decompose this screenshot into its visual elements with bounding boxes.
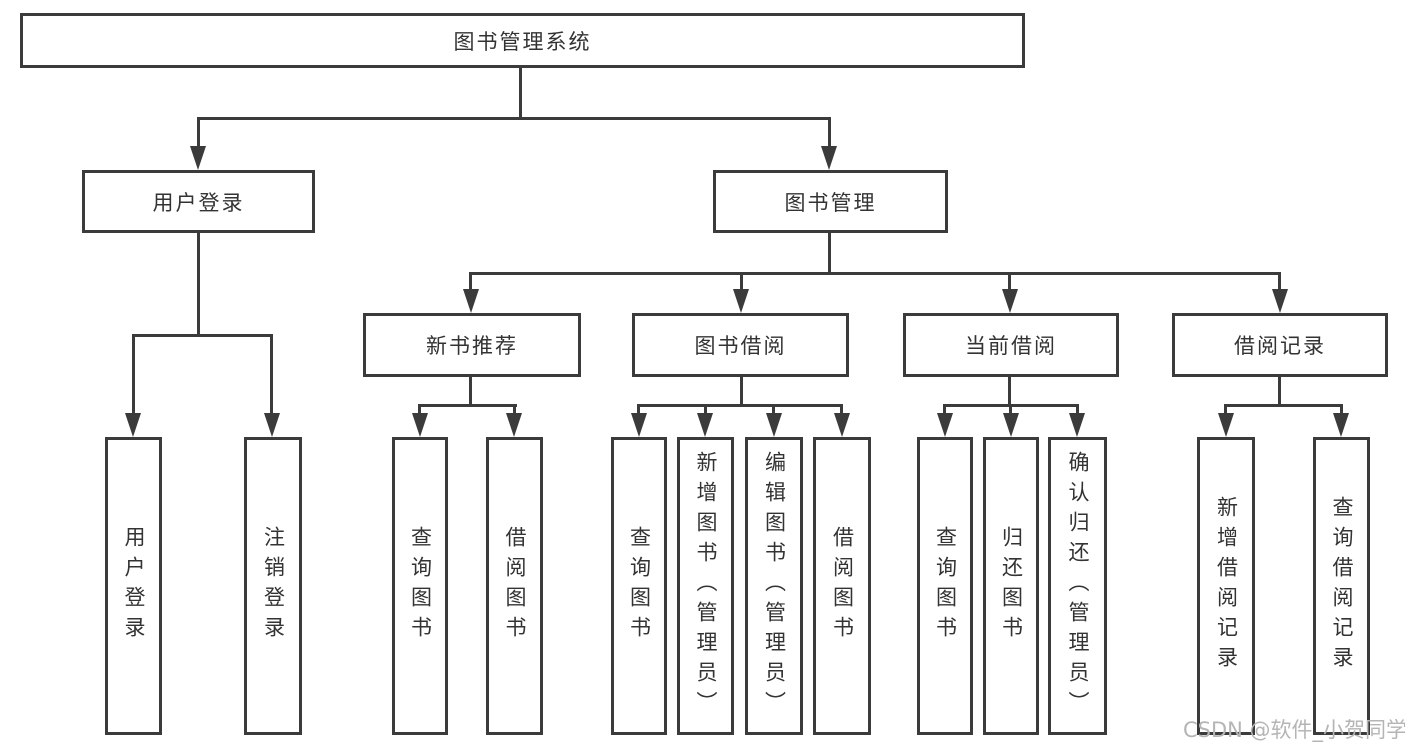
csdn-watermark: CSDN @软件_小贺同学 bbox=[1183, 718, 1405, 742]
connector-line bbox=[1008, 272, 1011, 292]
arrow-down-icon bbox=[733, 289, 749, 313]
leaf-logout: 注销登录 bbox=[244, 437, 302, 735]
arrow-down-icon bbox=[264, 413, 280, 437]
arrow-down-icon bbox=[631, 413, 647, 437]
connector-line bbox=[197, 117, 831, 120]
connector-line bbox=[132, 334, 273, 337]
node-book-management: 图书管理 bbox=[713, 170, 948, 233]
node-label: 当前借阅 bbox=[965, 334, 1057, 358]
arrow-down-icon bbox=[1003, 413, 1019, 437]
connector-line bbox=[519, 68, 522, 118]
connector-line bbox=[740, 377, 743, 406]
arrow-down-icon bbox=[1218, 413, 1234, 437]
leaf-borrow-books: 借阅图书 bbox=[813, 437, 871, 735]
node-label: 用户登录 bbox=[152, 190, 245, 215]
connector-line bbox=[1076, 404, 1079, 416]
connector-line bbox=[270, 334, 273, 414]
connector-line bbox=[469, 377, 472, 406]
arrow-down-icon bbox=[412, 413, 428, 437]
arrow-down-icon bbox=[190, 146, 206, 170]
arrow-down-icon bbox=[1333, 413, 1349, 437]
connector-line bbox=[840, 404, 843, 416]
arrow-down-icon bbox=[937, 413, 953, 437]
leaf-label: 查询图书 bbox=[408, 526, 433, 646]
leaf-label: 查询图书 bbox=[627, 526, 652, 646]
leaf-return-books: 归还图书 bbox=[983, 437, 1039, 735]
arrow-down-icon bbox=[506, 413, 522, 437]
connector-line bbox=[1340, 404, 1343, 416]
leaf-confirm-return-admin: 确认归还（管理员） bbox=[1048, 437, 1107, 735]
leaf-borrow-books-recommend: 借阅图书 bbox=[486, 437, 543, 735]
connector-line bbox=[828, 231, 831, 273]
arrow-down-icon bbox=[1069, 413, 1085, 437]
leaf-label: 编辑图书（管理员） bbox=[762, 451, 787, 721]
arrow-down-icon bbox=[1002, 289, 1018, 313]
leaf-label: 新增图书（管理员） bbox=[694, 451, 718, 721]
connector-line bbox=[1224, 404, 1343, 407]
node-label: 新书推荐 bbox=[426, 334, 518, 358]
connector-line bbox=[1008, 377, 1011, 406]
leaf-query-borrow-record: 查询借阅记录 bbox=[1313, 437, 1370, 735]
leaf-add-borrow-record: 新增借阅记录 bbox=[1197, 437, 1255, 735]
leaf-label: 归还图书 bbox=[999, 526, 1024, 646]
node-current-borrow: 当前借阅 bbox=[903, 313, 1119, 377]
connector-line bbox=[828, 117, 831, 147]
connector-line bbox=[772, 404, 775, 416]
connector-line bbox=[1278, 272, 1281, 292]
connector-line bbox=[132, 334, 135, 414]
node-label: 图书借阅 bbox=[694, 334, 787, 358]
arrow-down-icon bbox=[766, 413, 782, 437]
leaf-label: 用户登录 bbox=[122, 526, 146, 646]
connector-line bbox=[469, 272, 472, 292]
leaf-label: 查询图书 bbox=[933, 526, 958, 646]
node-label: 借阅记录 bbox=[1234, 334, 1326, 358]
connector-line bbox=[1009, 404, 1012, 416]
connector-line bbox=[637, 404, 843, 407]
leaf-label: 借阅图书 bbox=[503, 526, 527, 646]
leaf-label: 新增借阅记录 bbox=[1214, 496, 1239, 676]
connector-line bbox=[513, 404, 516, 416]
connector-line bbox=[740, 272, 743, 292]
node-user-login: 用户登录 bbox=[82, 170, 315, 233]
leaf-query-books-current: 查询图书 bbox=[917, 437, 973, 735]
connector-line bbox=[1224, 404, 1227, 416]
connector-line bbox=[197, 117, 200, 147]
node-borrow-records: 借阅记录 bbox=[1172, 313, 1388, 377]
leaf-label: 借阅图书 bbox=[830, 526, 855, 646]
connector-line bbox=[637, 404, 640, 416]
leaf-query-books-borrow: 查询图书 bbox=[611, 437, 667, 735]
arrow-down-icon bbox=[125, 413, 141, 437]
leaf-query-books-recommend: 查询图书 bbox=[392, 437, 448, 735]
node-label: 图书管理系统 bbox=[453, 29, 592, 54]
connector-line bbox=[469, 272, 1281, 275]
connector-line bbox=[418, 404, 421, 416]
leaf-label: 确认归还（管理员） bbox=[1066, 451, 1090, 721]
node-book-borrow: 图书借阅 bbox=[632, 313, 849, 377]
leaf-user-login: 用户登录 bbox=[105, 437, 162, 735]
connector-line bbox=[197, 231, 200, 335]
arrow-down-icon bbox=[463, 289, 479, 313]
arrow-down-icon bbox=[697, 413, 713, 437]
connector-line bbox=[1278, 377, 1281, 406]
leaf-add-books-admin: 新增图书（管理员） bbox=[677, 437, 734, 735]
node-label: 图书管理 bbox=[784, 190, 877, 215]
arrow-down-icon bbox=[821, 146, 837, 170]
connector-line bbox=[418, 404, 517, 407]
node-root-library-system: 图书管理系统 bbox=[20, 13, 1025, 68]
leaf-label: 查询借阅记录 bbox=[1330, 496, 1354, 676]
node-new-book-recommend: 新书推荐 bbox=[363, 313, 581, 377]
connector-line bbox=[943, 404, 946, 416]
arrow-down-icon bbox=[1272, 289, 1288, 313]
leaf-edit-books-admin: 编辑图书（管理员） bbox=[745, 437, 803, 735]
arrow-down-icon bbox=[834, 413, 850, 437]
connector-line bbox=[704, 404, 707, 416]
leaf-label: 注销登录 bbox=[261, 526, 286, 646]
